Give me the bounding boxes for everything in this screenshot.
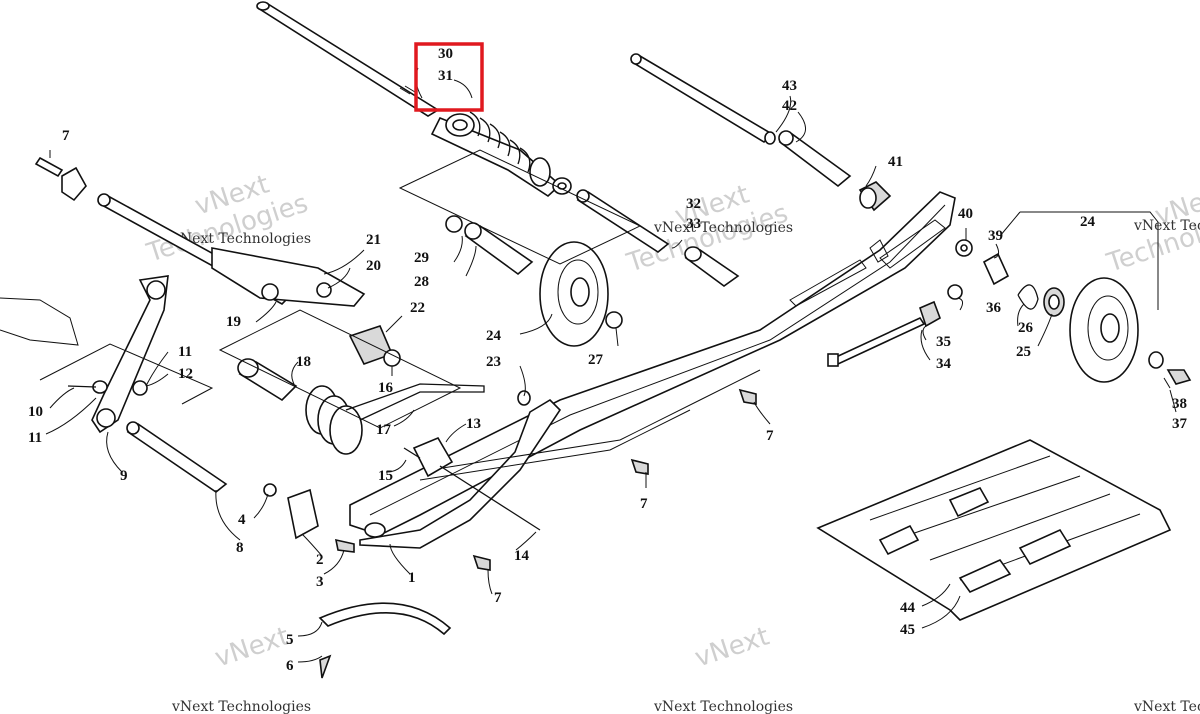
callout-18: 18: [296, 354, 311, 370]
left-bolt-7: [34, 156, 87, 202]
callout-7: 7: [640, 496, 648, 512]
torsion-spring-17: [305, 383, 485, 455]
callout-12: 12: [178, 366, 193, 382]
upper-shaft: [256, 1, 440, 117]
callout-10: 10: [28, 404, 43, 420]
watermark-small: vNext Technologies: [171, 699, 311, 714]
callout-43: 43: [782, 78, 797, 94]
idler-wheel-right: [1069, 277, 1139, 383]
callout-11: 11: [178, 344, 192, 360]
bushing-41: [858, 181, 892, 212]
arm-9: [91, 275, 169, 434]
callout-6: 6: [286, 658, 294, 674]
watermark-small: vNext Technologies: [653, 699, 793, 714]
pin-14: [439, 465, 541, 531]
nut-4: [263, 483, 277, 497]
bolt-7-mid: [630, 458, 649, 475]
spacer-39: [982, 252, 1010, 286]
callout-29: 29: [414, 250, 429, 266]
edge-part: [0, 297, 79, 346]
screw-6: [319, 654, 332, 679]
callout-16: 16: [378, 380, 394, 396]
callout-24: 24: [486, 328, 502, 344]
callout-7: 7: [766, 428, 774, 444]
callout-3: 3: [316, 574, 324, 590]
callout-32: 32: [686, 196, 701, 212]
shock-spring-assembly: [430, 111, 572, 198]
callout-23: 23: [486, 354, 501, 370]
skid-5: [318, 602, 452, 636]
callout-13: 13: [466, 416, 481, 432]
shaft-42-43: [630, 53, 852, 188]
callout-2: 2: [316, 552, 324, 568]
nut-36: [947, 284, 963, 300]
callout-30: 30: [438, 46, 453, 62]
callout-1: 1: [408, 570, 416, 586]
bolt-7-low: [472, 554, 491, 571]
callout-7: 7: [494, 590, 502, 606]
block-13: [412, 436, 454, 478]
callout-27: 27: [588, 352, 604, 368]
bolt-37: [1166, 369, 1192, 385]
watermark-small: vNext Technologies: [1133, 218, 1200, 234]
callout-36: 36: [986, 300, 1002, 316]
bolt-3: [334, 538, 355, 553]
bolt-7-rail: [738, 388, 757, 405]
callout-40: 40: [958, 206, 973, 222]
right-rail: [349, 191, 956, 538]
nut-12: [132, 380, 148, 396]
block-35: [919, 300, 941, 328]
callout-35: 35: [936, 334, 951, 350]
callout-42: 42: [782, 98, 797, 114]
callout-9: 9: [120, 468, 128, 484]
callout-4: 4: [238, 512, 246, 528]
callout-31: 31: [438, 68, 453, 84]
callout-15: 15: [378, 468, 393, 484]
callout-14: 14: [514, 548, 530, 564]
callout-8: 8: [236, 540, 244, 556]
highlight-box[interactable]: [414, 42, 484, 112]
callout-44: 44: [900, 600, 916, 616]
bolt-10: [67, 385, 97, 388]
bolt-34: [832, 316, 926, 366]
callout-45: 45: [900, 622, 915, 638]
clip-27: [605, 311, 623, 329]
watermark-small: vNext Technologies: [171, 231, 311, 247]
callout-33: 33: [686, 216, 701, 232]
rear-shaft-19-20-21: [97, 193, 366, 307]
callout-38: 38: [1172, 396, 1187, 412]
pin-15: [403, 447, 421, 459]
leader-lines: [39, 67, 1177, 663]
callout-34: 34: [936, 356, 952, 372]
callout-22: 22: [410, 300, 425, 316]
watermark-small: vNext Technologies: [653, 220, 793, 236]
callouts: 30 31 43 42 41 7 32 33 40 39 24 21 20 29…: [28, 46, 1188, 674]
washer-23: [517, 390, 531, 406]
track-44-45: [816, 439, 1172, 621]
watermark-large: vNext: [211, 621, 293, 673]
lower-shaft-8: [126, 423, 228, 493]
callout-28: 28: [414, 274, 429, 290]
callout-26: 26: [1018, 320, 1034, 336]
callout-24: 24: [1080, 214, 1096, 230]
callout-21: 21: [366, 232, 381, 248]
callout-20: 20: [366, 258, 381, 274]
callout-41: 41: [888, 154, 903, 170]
watermark-small: vNext Technologies: [1133, 699, 1200, 714]
watermark-large: vNext: [691, 621, 773, 673]
idler-wheel-center: [539, 241, 609, 347]
callout-11: 11: [28, 430, 42, 446]
block-2: [287, 488, 319, 540]
ring-29: [445, 215, 463, 233]
callout-25: 25: [1016, 344, 1031, 360]
callout-5: 5: [286, 632, 294, 648]
callout-19: 19: [226, 314, 241, 330]
callout-39: 39: [988, 228, 1003, 244]
callout-17: 17: [376, 422, 392, 438]
callout-7: 7: [62, 128, 70, 144]
callout-37: 37: [1172, 416, 1188, 432]
snap-ring-26: [1017, 284, 1039, 310]
